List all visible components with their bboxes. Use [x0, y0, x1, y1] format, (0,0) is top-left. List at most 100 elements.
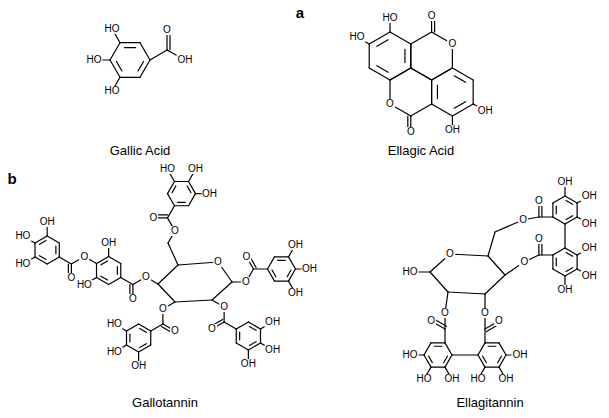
bond-line [450, 254, 488, 256]
bond-line [390, 68, 411, 80]
bond-line [127, 345, 139, 352]
atom-label: O [158, 304, 168, 314]
atom-label: O [518, 215, 528, 225]
atom-label: OH [557, 285, 574, 295]
atom-label: O [213, 257, 223, 267]
bond-line [101, 276, 108, 280]
bond-line [168, 194, 175, 206]
bond-line [248, 322, 260, 329]
bond-line [140, 329, 147, 333]
bond-line [429, 356, 433, 363]
bond-line [59, 257, 71, 264]
bond-line [411, 68, 432, 80]
bond-line [127, 324, 139, 331]
atom-label: OH [187, 164, 204, 174]
bond-line [478, 355, 485, 367]
bond-line [120, 42, 140, 43]
atom-label: O [207, 324, 217, 334]
atom-label: O [67, 273, 77, 283]
bond-line [120, 77, 140, 78]
atom-label: OH [100, 238, 117, 248]
bond-line [189, 194, 196, 206]
atom-label: HO [104, 86, 121, 96]
atom-label: HO [416, 374, 433, 384]
bond-line [158, 284, 175, 302]
bond-line [565, 248, 577, 255]
bond-line [553, 269, 565, 276]
bond-line [150, 50, 167, 60]
bond-line [553, 196, 565, 203]
atom-label: OH [581, 271, 598, 281]
atom-label: O [520, 257, 530, 267]
bond-line [254, 268, 268, 269]
atom-label: O [534, 196, 544, 206]
atom-label: OH [477, 106, 494, 116]
bond-line [448, 292, 485, 294]
bond-line [424, 355, 431, 367]
bond-line [454, 76, 465, 83]
bond-line [565, 217, 577, 224]
bond-line [110, 43, 120, 60]
bond-line [411, 104, 432, 116]
bond-line [35, 257, 47, 264]
bond-line [168, 243, 178, 265]
bond-line [272, 270, 276, 277]
bond-line [139, 345, 151, 352]
bond-line [483, 356, 487, 363]
atom-label: OH [130, 361, 147, 371]
atom-label: O [426, 316, 436, 326]
atom-label: OH [512, 350, 529, 360]
atom-label: O [241, 277, 251, 287]
bond-line [488, 346, 496, 347]
bond-line [47, 257, 59, 264]
bond-line [110, 60, 120, 77]
atom-label: HO [402, 350, 419, 360]
bond-line [454, 102, 465, 109]
bond-line [577, 203, 578, 217]
bond-line [101, 261, 108, 265]
bond-line [444, 356, 448, 363]
atom-label: O [494, 316, 504, 326]
structure-caption: Gallic Acid [108, 144, 173, 157]
atom-label: O [427, 11, 437, 21]
bond-line [168, 182, 175, 194]
bond-line [140, 60, 150, 77]
bond-line [431, 367, 445, 368]
bond-line [59, 243, 60, 257]
bond-line [117, 267, 118, 275]
bond-line [478, 343, 485, 355]
bond-line [175, 181, 189, 182]
atom-label: O [79, 252, 89, 262]
bond-line [452, 68, 473, 80]
atom-label: HO [106, 319, 123, 329]
bond-line [236, 343, 248, 350]
bond-line [175, 300, 212, 302]
bond-line [424, 343, 431, 355]
bond-line [97, 257, 109, 264]
bond-line [236, 329, 237, 343]
bond-line [488, 256, 505, 275]
atom-label: O [162, 25, 172, 35]
bond-line [178, 262, 218, 265]
atom-label: HO [14, 231, 31, 241]
bond-line [187, 186, 191, 193]
bond-line [377, 40, 388, 47]
bond-line [410, 44, 411, 68]
bond-line [564, 224, 565, 248]
bond-line [369, 32, 390, 44]
bond-line [565, 196, 577, 203]
atom-label: HO [349, 32, 366, 42]
bond-line [260, 329, 261, 343]
bond-line [556, 206, 557, 214]
bond-line [369, 44, 370, 68]
atom-label: OH [201, 189, 218, 199]
atom-label: O [534, 234, 544, 244]
bond-line [129, 334, 130, 342]
bond-line [452, 354, 478, 355]
bond-line [138, 61, 143, 70]
bond-line [139, 324, 151, 331]
bond-line [452, 104, 473, 116]
structure-caption: Ellagitannin [454, 396, 525, 409]
